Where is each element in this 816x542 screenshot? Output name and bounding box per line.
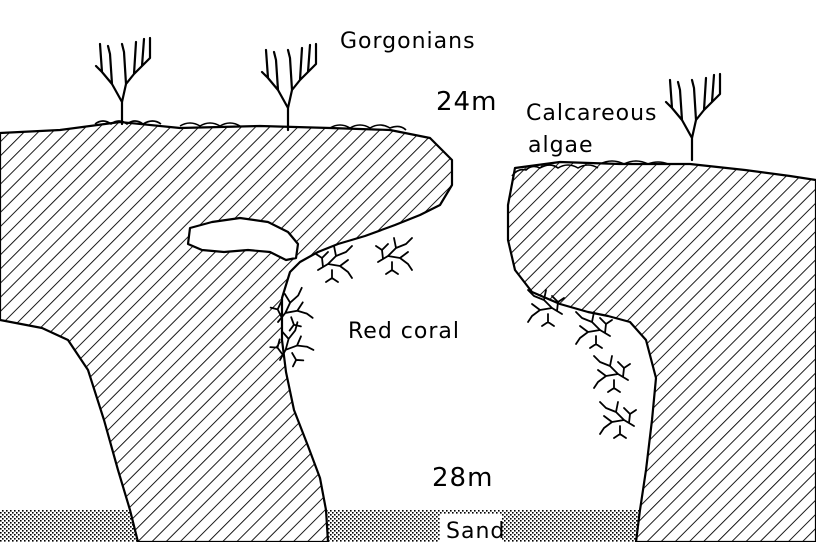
label-depth-28m: 28m	[432, 463, 493, 493]
label-depth-24m: 24m	[436, 87, 497, 117]
label-calcareous: Calcareous	[526, 101, 658, 126]
gorgonian-icon	[666, 74, 720, 160]
label-gorgonians: Gorgonians	[340, 29, 476, 54]
red-coral-icon	[376, 238, 412, 274]
label-red-coral: Red coral	[348, 319, 460, 344]
label-sand: Sand	[446, 519, 505, 542]
label-algae: algae	[528, 133, 594, 158]
red-coral-icon	[600, 402, 636, 438]
red-coral-icon	[576, 312, 612, 348]
gorgonian-icon	[96, 38, 150, 124]
right-rock-mass	[508, 162, 816, 542]
gorgonian-icon	[262, 44, 316, 130]
red-coral-icon	[594, 356, 630, 392]
